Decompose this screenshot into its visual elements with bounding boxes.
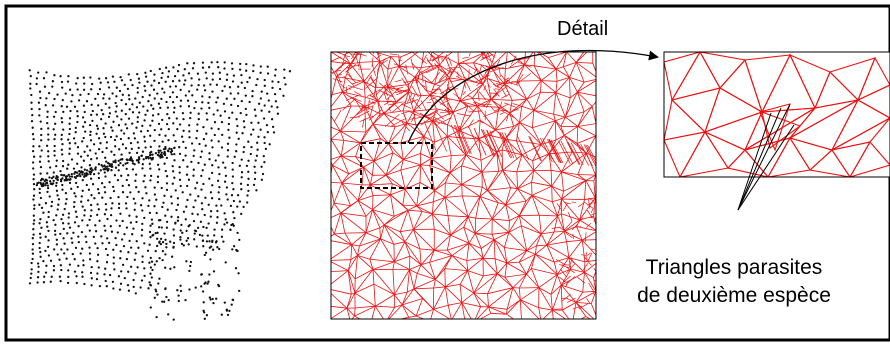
detail-selection-box: [360, 142, 433, 189]
detail-panel: [663, 51, 890, 178]
annotation-pointer-lines: [737, 103, 795, 211]
detail-label: Détail: [557, 18, 608, 40]
outer-frame: [4, 4, 890, 342]
point-cloud: [28, 60, 292, 321]
detail-triangulation: [664, 52, 890, 177]
mesh-panel-border: [330, 51, 597, 320]
annotation-line-1: Triangles parasites: [646, 256, 823, 279]
detail-arrow: [407, 49, 659, 144]
mesh-triangulation: [331, 52, 596, 319]
detail-panel-border: [663, 51, 890, 178]
detail-panel-background: [664, 52, 890, 177]
annotation-line-2: de deuxième espèce: [637, 284, 831, 307]
mesh-panel: [330, 51, 597, 320]
